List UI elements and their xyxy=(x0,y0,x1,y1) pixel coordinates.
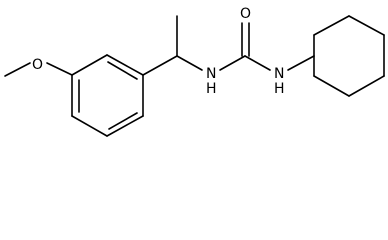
bond-ring-ch xyxy=(142,55,178,76)
molecule-canvas: O O N H N H xyxy=(4,6,385,137)
cyclohexane-bond-3 xyxy=(348,15,385,36)
ring-bond-c3-c4 xyxy=(106,115,144,137)
bond-carbonyl-nh xyxy=(244,55,271,71)
atom-oxygen-methoxy: O xyxy=(32,57,43,73)
atom-nh-right: N H xyxy=(274,66,289,97)
ring-bond-c2-c3 xyxy=(71,115,108,137)
atom-nh-left-h: H xyxy=(206,81,217,97)
ring-bond-c6-c1 xyxy=(71,54,108,76)
bond-nh-carbonyl xyxy=(219,55,246,71)
cyclohexane-bond-2 xyxy=(313,15,350,36)
atom-nh-right-n: N xyxy=(274,66,284,82)
bond-methyl-o xyxy=(4,62,31,77)
bond-ch-nh xyxy=(176,55,203,71)
cyclohexane-bond-5 xyxy=(348,75,385,97)
atom-nh-left: N H xyxy=(206,66,221,97)
bond-nh-cyclohexyl xyxy=(287,55,315,71)
atom-oxygen-carbonyl: O xyxy=(240,6,251,22)
structure-diagram: O O N H N H xyxy=(4,6,385,137)
ring-double-inner-bottom xyxy=(108,112,138,130)
atom-nh-left-n: N xyxy=(206,66,216,82)
ring-bond-c5-c6 xyxy=(106,54,144,76)
bond-o-ring xyxy=(46,62,73,76)
cyclohexane-bond-6 xyxy=(313,75,350,97)
atom-nh-right-h: H xyxy=(274,81,285,97)
ring-double-inner-top xyxy=(107,61,138,80)
